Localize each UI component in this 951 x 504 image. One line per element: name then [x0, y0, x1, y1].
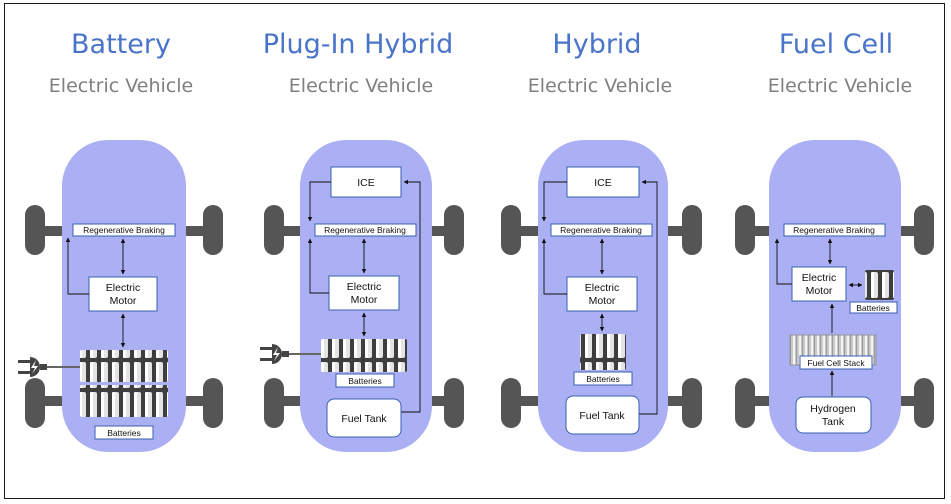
wheel	[264, 205, 284, 255]
wheel	[501, 378, 521, 428]
batteries-label: Batteries	[586, 374, 620, 384]
plug-icon	[260, 344, 321, 364]
fuel-tank-label: Fuel Tank	[341, 413, 387, 425]
electric-motor-label: Motor	[589, 295, 616, 307]
ice-label: ICE	[357, 177, 375, 189]
vehicle-subtitle: Electric Vehicle	[768, 75, 912, 97]
electric-motor-box	[88, 276, 158, 312]
batteries-box	[573, 371, 633, 386]
battery-pack-icon	[321, 339, 407, 372]
connector-arrow	[307, 181, 331, 222]
ice-box	[566, 166, 640, 198]
batteries-label: Batteries	[107, 428, 141, 438]
wheel	[682, 378, 702, 428]
electric-motor-label: Electric	[347, 281, 381, 293]
electric-motor-box	[566, 276, 638, 312]
battery-pack-icon	[865, 270, 894, 300]
connector-arrow	[401, 179, 421, 413]
vehicle-title: Battery	[71, 29, 171, 60]
vehicle-subtitle: Electric Vehicle	[289, 75, 433, 97]
vehicle-title: Hybrid	[552, 29, 641, 60]
wheel	[203, 378, 223, 428]
batteries-label: Batteries	[348, 376, 382, 386]
regenerative-braking-box	[783, 223, 886, 237]
regenerative-braking-box	[72, 223, 176, 237]
connector-arrow	[639, 179, 658, 415]
wheel	[735, 205, 755, 255]
connector-arrow	[65, 237, 89, 295]
regenerative-braking-label: Regenerative Braking	[793, 225, 875, 235]
regenerative-braking-box	[550, 223, 653, 237]
fuel-cell-stack-label: Fuel Cell Stack	[807, 358, 865, 368]
regenerative-braking-label: Regenerative Braking	[560, 225, 642, 235]
wheel	[501, 205, 521, 255]
electric-motor-label: Electric	[585, 282, 619, 294]
wheel	[264, 378, 284, 428]
vehicle-title: Plug-In Hybrid	[263, 29, 454, 60]
connector-arrow	[774, 238, 792, 285]
ice-label: ICE	[594, 177, 612, 189]
fuel-cell-stack-box	[799, 355, 873, 370]
plug-icon	[18, 357, 80, 377]
wheel	[914, 205, 934, 255]
plug-in-hybrid-panel: Plug-In Hybrid Electric Vehicle ICE Rege…	[260, 29, 464, 452]
electric-motor-box	[328, 275, 400, 311]
battery-pack-icon	[80, 385, 168, 417]
fuel-tank-label: Fuel Tank	[579, 410, 625, 422]
hydrogen-tank-label: Hydrogen	[810, 403, 856, 415]
vehicle-title: Fuel Cell	[779, 29, 893, 60]
battery-pack-icon	[580, 334, 626, 370]
fuel-tank-box	[326, 398, 402, 438]
wheel	[25, 205, 45, 255]
vehicle-subtitle: Electric Vehicle	[49, 75, 193, 97]
electric-motor-label: Electric	[802, 272, 836, 284]
wheel	[444, 205, 464, 255]
regenerative-braking-label: Regenerative Braking	[324, 225, 406, 235]
wheel	[444, 378, 464, 428]
electric-motor-label: Motor	[806, 285, 833, 297]
regenerative-braking-box	[314, 223, 417, 237]
batteries-label: Batteries	[856, 303, 890, 313]
hydrogen-tank-label: Tank	[822, 416, 845, 428]
fuel-tank-box	[565, 395, 640, 435]
battery-ev-panel: Battery Electric Vehicle Regenerative Br…	[18, 29, 223, 452]
connector-arrow	[307, 238, 329, 294]
batteries-box	[849, 301, 898, 314]
wheel	[735, 378, 755, 428]
electric-motor-label: Electric	[106, 282, 140, 294]
regenerative-braking-label: Regenerative Braking	[83, 225, 165, 235]
electric-motor-label: Motor	[351, 294, 378, 306]
electric-motor-box	[791, 266, 847, 302]
wheel	[203, 205, 223, 255]
fuel-cell-panel: Fuel Cell Electric Vehicle Regenerative …	[735, 29, 934, 452]
connector-arrow	[541, 181, 567, 222]
vehicle-subtitle: Electric Vehicle	[528, 75, 672, 97]
hybrid-panel: Hybrid Electric Vehicle ICE Regenerative…	[501, 29, 702, 452]
wheel	[25, 378, 45, 428]
battery-pack-icon	[80, 350, 168, 382]
ice-box	[330, 166, 402, 198]
electric-motor-label: Motor	[110, 295, 137, 307]
batteries-box	[335, 373, 395, 388]
wheel	[914, 378, 934, 428]
wheel	[682, 205, 702, 255]
hydrogen-tank-box	[795, 396, 872, 434]
connector-arrow	[541, 238, 567, 295]
batteries-box	[94, 425, 154, 440]
